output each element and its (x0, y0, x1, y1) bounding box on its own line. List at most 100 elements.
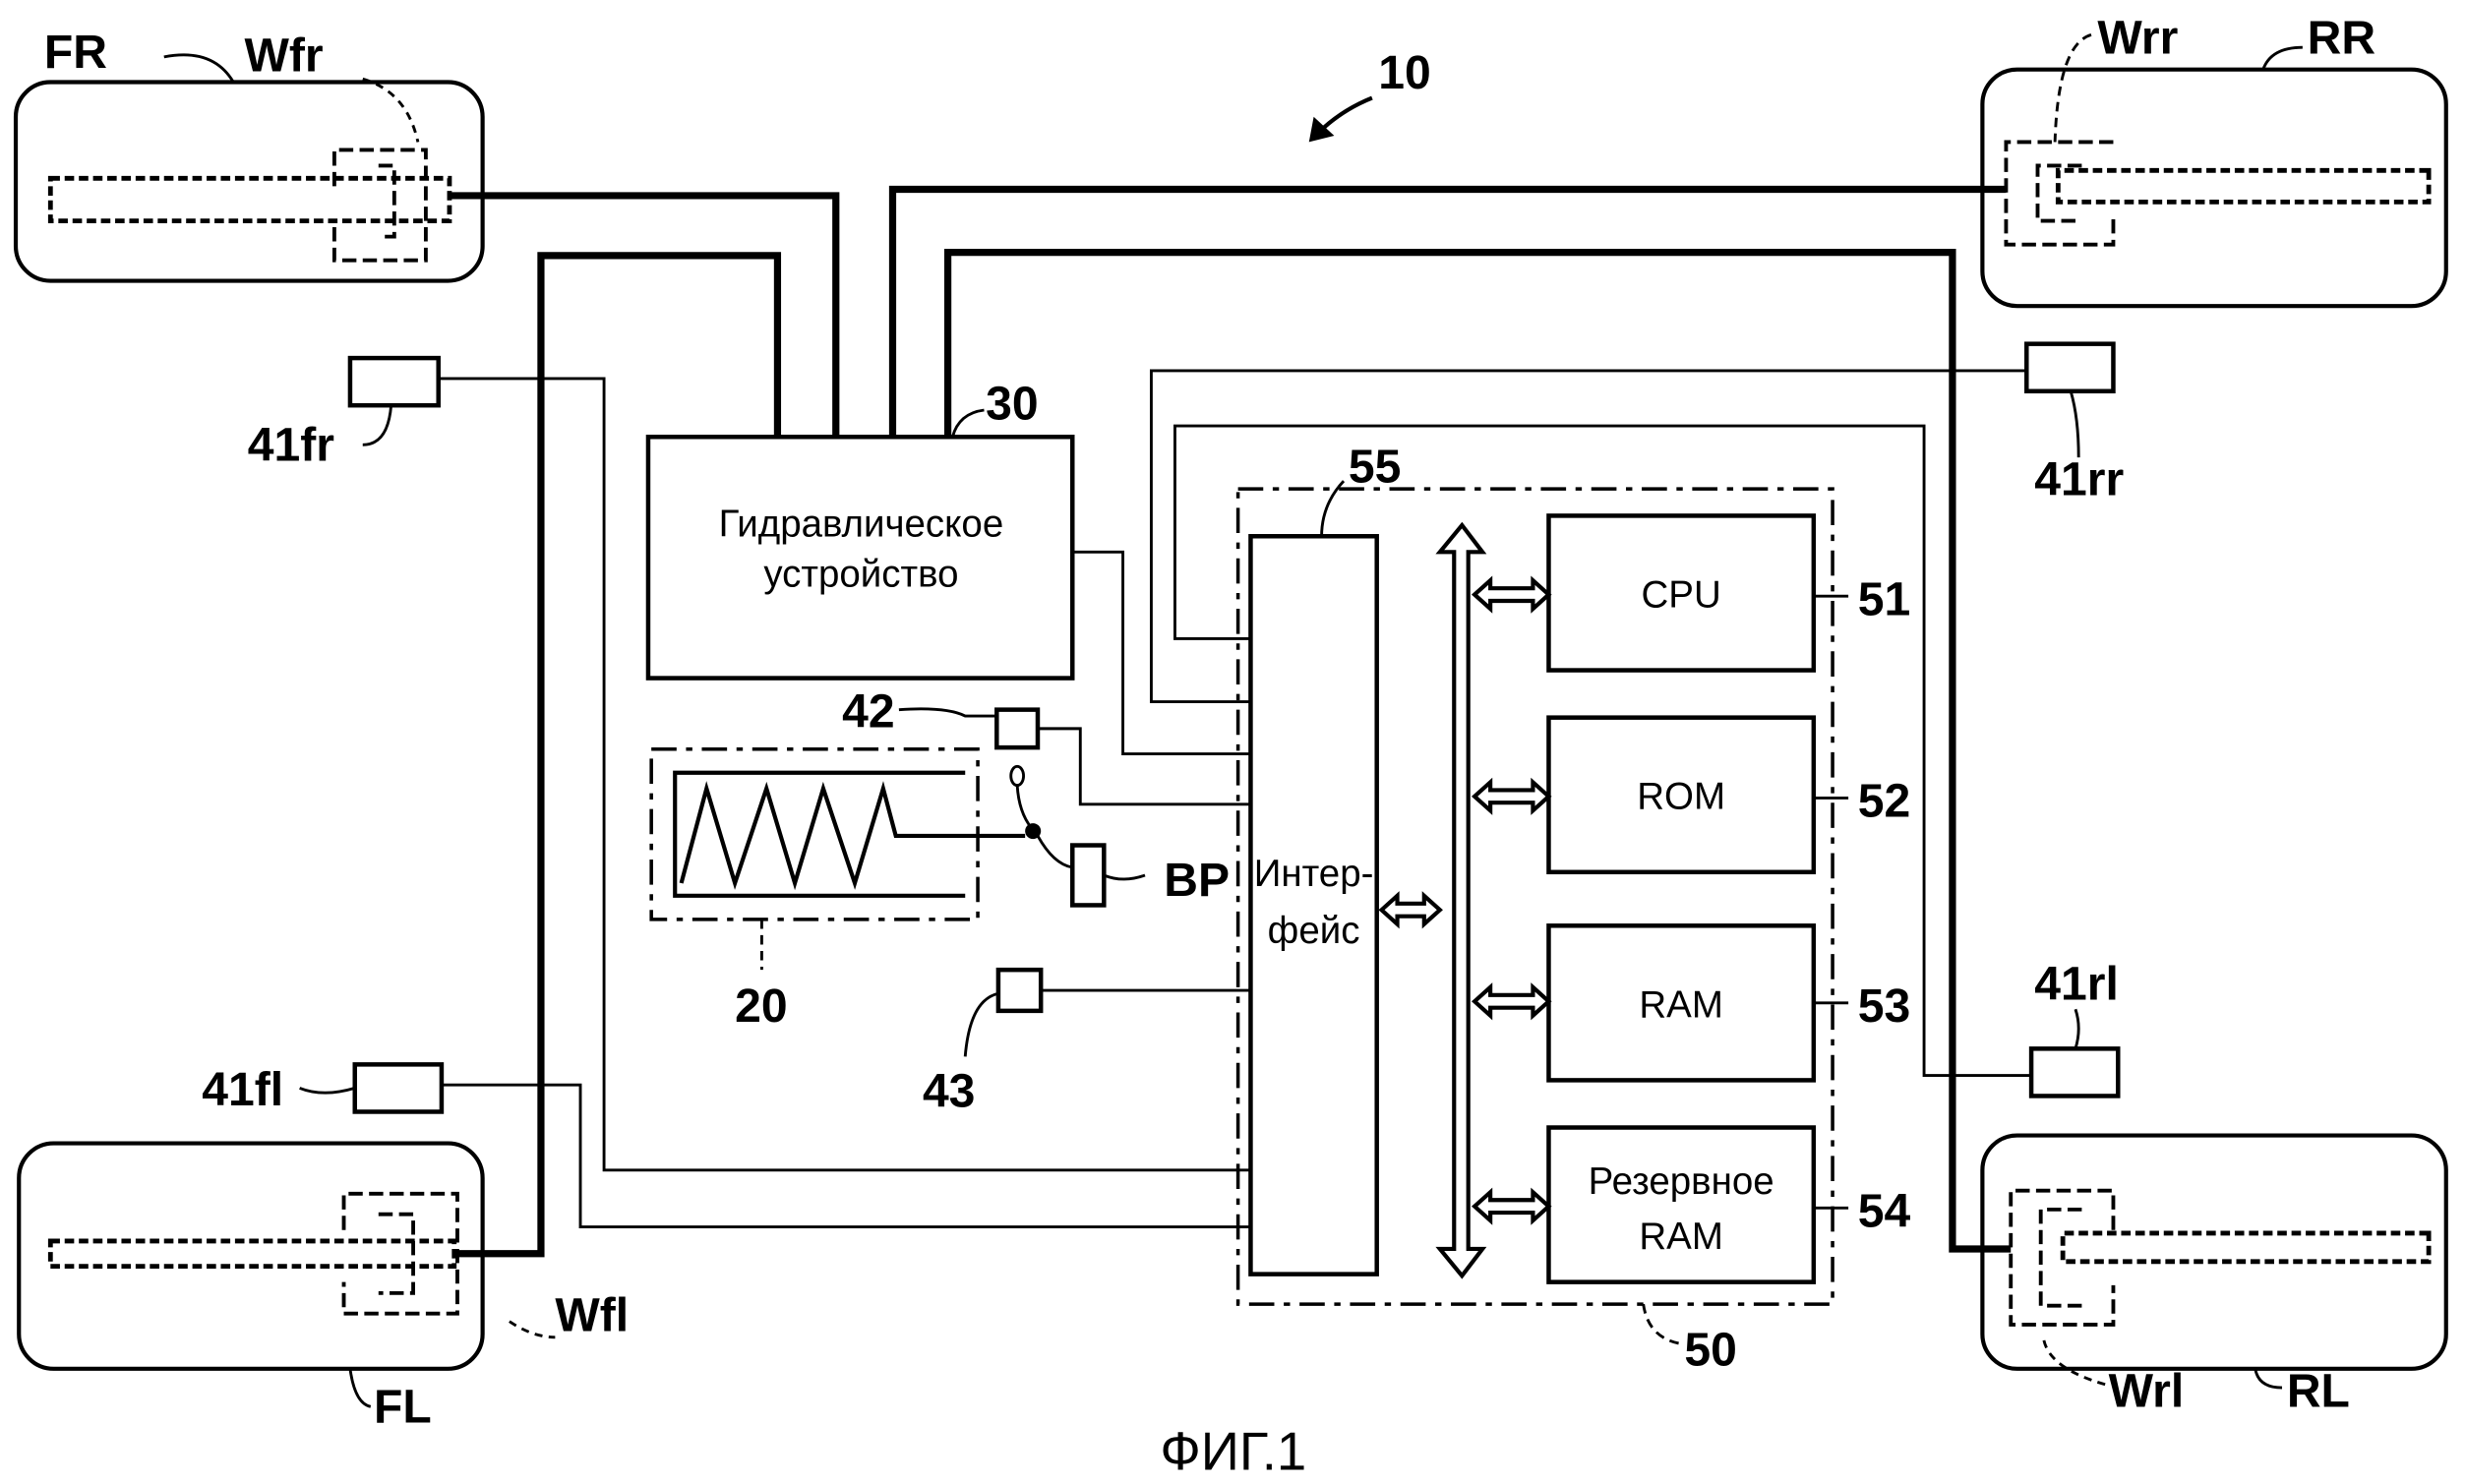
wheel-rr-outline (1980, 67, 2448, 309)
rom-bus-arrow-icon (1471, 777, 1552, 815)
leader-50 (1642, 1303, 1680, 1345)
backup-ram-text-1: Резервное (1589, 1160, 1774, 1203)
leader-wrr (2053, 33, 2092, 143)
rom-box (1546, 715, 1817, 875)
leader-fr (163, 53, 235, 84)
ram-bus-arrow-icon (1471, 982, 1552, 1021)
label-41fr: 41fr (248, 418, 334, 471)
label-52: 52 (1858, 775, 1910, 828)
leader-bp (1103, 873, 1146, 881)
brake-pedal-box (1070, 843, 1107, 908)
hydraulic-unit-text-1: Гидравлическое (719, 503, 1004, 545)
leader-41rl (2074, 1008, 2080, 1049)
sensor-41rl: 41rl (2028, 958, 2121, 1098)
label-51: 51 (1858, 572, 1910, 625)
interface-block: Интер- фейс 55 (1248, 441, 1401, 1276)
leader-41fr (362, 405, 393, 446)
wheel-cylinder-fl (47, 1191, 459, 1316)
sensor-41fl-box (352, 1062, 445, 1114)
wheel-rl: Wrl RL (1980, 1133, 2448, 1417)
master-cylinder (673, 770, 966, 898)
leader-41fl (299, 1087, 356, 1095)
pivot-point-icon (1025, 823, 1042, 840)
signal-wires (438, 369, 2032, 1228)
interface-text-2: фейс (1268, 910, 1360, 952)
backup-ram-box (1546, 1125, 1817, 1284)
sensor-41rr: 41rr (2024, 341, 2124, 506)
wheel-cylinder-rr (2004, 140, 2432, 247)
hydraulic-unit-box (645, 435, 1075, 681)
pipe-rr (888, 185, 2007, 438)
wheel-cylinder-rl (2009, 1188, 2432, 1327)
arrow-10-head-icon (1308, 116, 1335, 143)
pipe-fr (451, 192, 840, 438)
system-ref: 10 (1308, 46, 1431, 143)
label-rr: RR (2308, 12, 2375, 65)
brake-pedal-assembly: 20 (649, 746, 1026, 1033)
backup-ram-text-2: RAM (1639, 1216, 1722, 1258)
pedal-link (1015, 785, 1033, 829)
backup-ram-bus-arrow-icon (1471, 1187, 1552, 1225)
sensor-41rr-box (2024, 341, 2116, 394)
label-41rr: 41rr (2034, 453, 2124, 506)
label-41rl: 41rl (2034, 958, 2119, 1011)
label-20: 20 (735, 979, 787, 1033)
hydraulic-unit: Гидравлическое устройство 30 (645, 378, 1075, 681)
label-53: 53 (1858, 979, 1910, 1033)
leader-43 (963, 991, 999, 1057)
wheel-rr: Wrr RR (1980, 12, 2448, 309)
sensor-42-box (994, 707, 1041, 750)
pedal-arm (1036, 835, 1073, 869)
leader-fl (348, 1368, 372, 1408)
leader-rr (2261, 45, 2303, 71)
wheel-fr-outline (13, 80, 485, 283)
sensor-43: 43 (923, 967, 1044, 1118)
ram-block: RAM 53 (1471, 923, 1910, 1083)
wheel-fl-outline (17, 1141, 485, 1371)
backup-ram-block: Резервное RAM 54 (1471, 1125, 1911, 1284)
wheel-cylinder-fr (47, 148, 452, 263)
ecu: 50 Интер- фейс 55 CPU 51 ROM 52 (1235, 441, 1911, 1377)
wheel-rl-outline (1980, 1133, 2448, 1371)
label-43: 43 (923, 1065, 975, 1118)
sensor-41fr: 41fr (248, 355, 441, 471)
label-wfr: Wfr (245, 29, 324, 82)
cpu-bus-arrow-icon (1471, 575, 1552, 614)
wheel-fr: FR Wfr (13, 26, 485, 283)
leader-wfl (509, 1320, 556, 1339)
sensor-41fr-box (347, 355, 441, 408)
label-30: 30 (986, 378, 1038, 431)
wheel-fl: Wfl FL (17, 1141, 629, 1433)
leader-30 (951, 408, 985, 438)
ram-text: RAM (1639, 983, 1722, 1026)
label-wrr: Wrr (2097, 12, 2178, 65)
label-rl: RL (2287, 1364, 2350, 1417)
cpu-text: CPU (1642, 573, 1721, 616)
interface-bus-arrow-icon (1378, 891, 1443, 929)
hydraulic-lines (451, 185, 2012, 1258)
label-55: 55 (1349, 441, 1401, 494)
rom-text: ROM (1637, 776, 1725, 818)
ram-box (1546, 923, 1817, 1083)
label-fl: FL (374, 1380, 432, 1433)
sensor-41fl: 41fl (202, 1062, 445, 1116)
data-bus-arrow-icon (1435, 521, 1487, 1279)
cpu-block: CPU 51 (1471, 513, 1910, 673)
pipe-fl (456, 252, 782, 1258)
label-bp: BP (1164, 854, 1230, 907)
pedal-switch-contact (1009, 764, 1026, 788)
sensor-43-box (995, 967, 1044, 1014)
sensor-42: 42 (842, 684, 1073, 869)
label-10: 10 (1378, 46, 1430, 99)
figure-caption: ФИГ.1 (1160, 1421, 1306, 1481)
label-wrl: Wrl (2109, 1364, 2185, 1417)
leader-42 (898, 707, 997, 718)
label-54: 54 (1858, 1185, 1911, 1238)
rom-block: ROM 52 (1471, 715, 1910, 875)
label-41fl: 41fl (202, 1063, 283, 1116)
leader-wrl (2042, 1339, 2106, 1387)
leader-41rr (2069, 390, 2080, 458)
ecu-outline (1235, 487, 1834, 1306)
pipe-rl (943, 249, 2012, 1253)
